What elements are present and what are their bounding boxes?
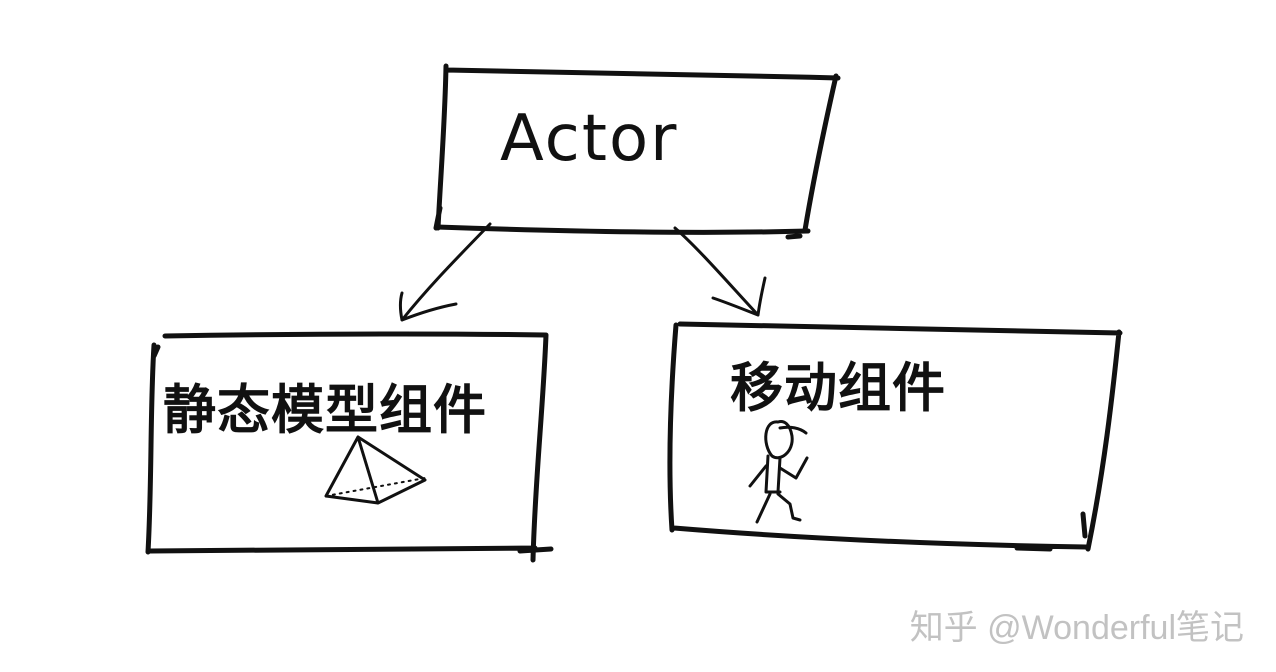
arrow-to-static [399, 222, 492, 322]
static-mesh-component-label: 静态模型组件 [163, 380, 487, 441]
actor-box [433, 63, 841, 240]
arrow-to-movement [673, 226, 767, 317]
movement-component-label: 移动组件 [730, 358, 946, 419]
actor-node-label: Actor [500, 102, 679, 176]
static-mesh-box [145, 331, 554, 563]
movement-box [667, 321, 1123, 552]
pyramid-icon [324, 435, 427, 505]
watermark: 知乎 @Wonderful笔记 [909, 609, 1244, 647]
running-figure-icon [748, 420, 809, 524]
